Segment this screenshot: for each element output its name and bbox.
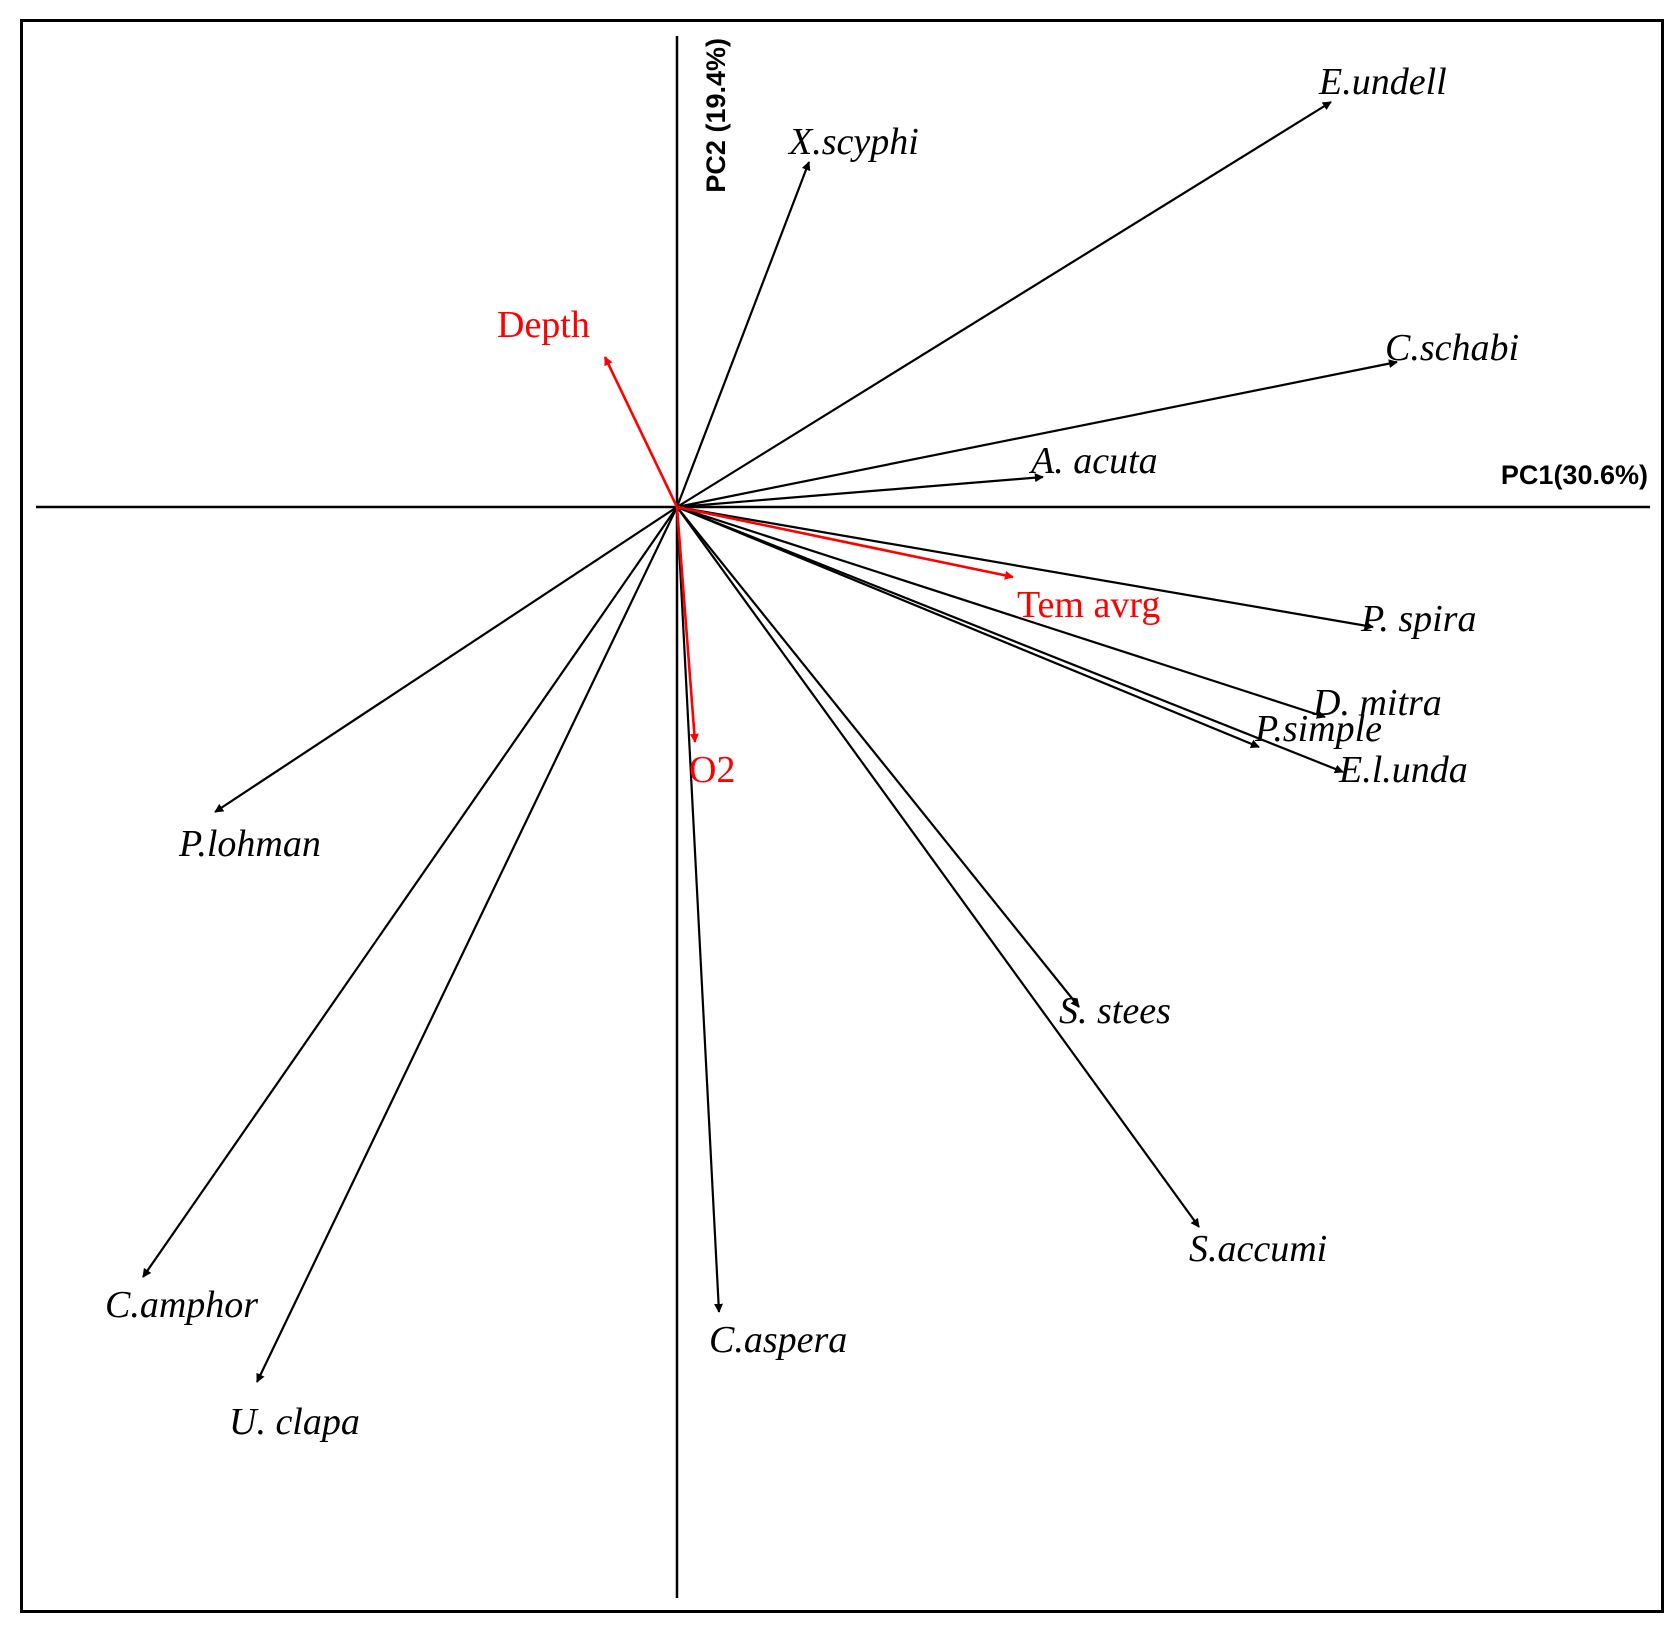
species-c-schabi-arrow — [676, 359, 1398, 509]
species-c-aspera-label: C.aspera — [709, 1319, 847, 1361]
species-a-acuta-arrow — [676, 473, 1044, 509]
species-a-acuta-label: A. acuta — [1028, 440, 1158, 482]
env-tem-avrg-arrow — [676, 505, 1014, 580]
species-e-l-unda-arrow — [676, 505, 1344, 774]
species-e-undell-arrow — [676, 101, 1332, 508]
species-p-lohman-label: P.lohman — [178, 823, 321, 865]
env-tem-avrg-label: Tem avrg — [1017, 584, 1160, 626]
species-c-amphor-label: C.amphor — [105, 1284, 258, 1326]
species-e-l-unda-label: E.l.unda — [1338, 749, 1468, 791]
species-x-scyphi-label: X.scyphi — [787, 121, 919, 163]
species-u-clapa-arrow — [256, 506, 678, 1383]
biplot-frame — [20, 19, 1664, 1613]
species-u-clapa-label: U. clapa — [229, 1401, 360, 1443]
species-p-spira-label: P. spira — [1360, 598, 1476, 640]
species-c-aspera-arrow — [675, 506, 724, 1313]
species-d-mitra-arrow — [676, 505, 1326, 719]
species-s-stees-label: S. stees — [1059, 990, 1171, 1032]
env-depth-label: Depth — [497, 304, 590, 346]
env-o2-label: O2 — [689, 749, 735, 791]
species-s-accumi-arrow — [676, 506, 1200, 1228]
species-p-simple-arrow — [676, 505, 1260, 749]
species-e-undell-label: E.undell — [1318, 61, 1447, 103]
species-p-spira-arrow — [676, 505, 1374, 631]
species-s-accumi-label: S.accumi — [1189, 1228, 1327, 1270]
pc2-axis-label: PC2 (19.4%) — [701, 38, 731, 193]
env-o2-arrow — [675, 506, 699, 743]
species-d-mitra-label: D. mitra — [1312, 682, 1442, 724]
species-s-stees-arrow — [676, 506, 1080, 1008]
species-x-scyphi-arrow — [675, 161, 811, 508]
pc1-axis-label: PC1(30.6%) — [1501, 460, 1648, 490]
env-depth-arrow — [603, 356, 679, 508]
species-p-lohman-arrow — [214, 506, 678, 813]
species-c-amphor-arrow — [142, 506, 678, 1278]
species-c-schabi-label: C.schabi — [1385, 327, 1519, 369]
species-p-simple-label: P.simple — [1254, 708, 1382, 750]
